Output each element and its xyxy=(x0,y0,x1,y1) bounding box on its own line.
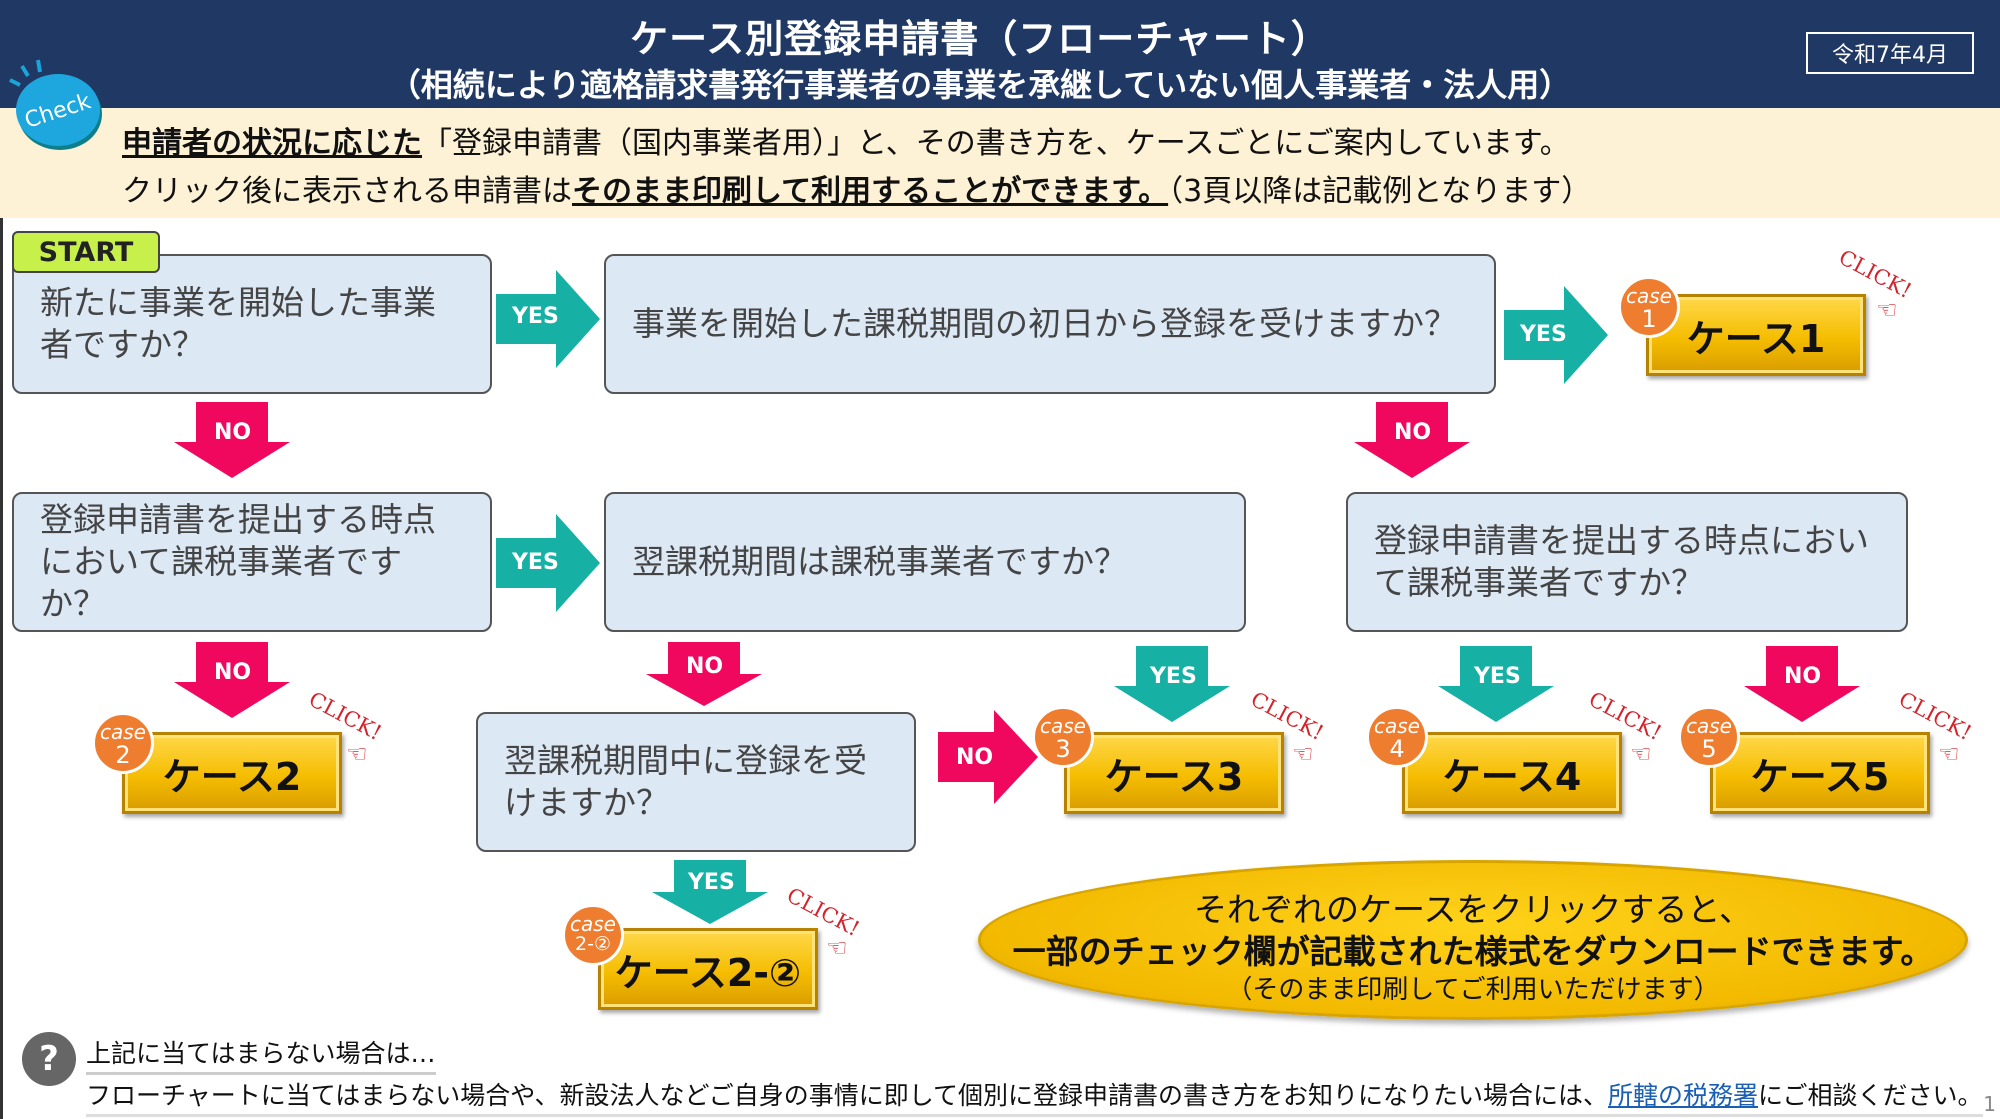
question-box-taxable-at-submission-2: 登録申請書を提出する時点において課税事業者ですか？ xyxy=(1346,492,1908,632)
intro-text-1: 「登録申請書（国内事業者用）」と、その書き方を、ケースごとにご案内しています。 xyxy=(422,126,1570,161)
no-label: NO xyxy=(214,420,252,445)
callout-line-1: それぞれのケースをクリックすると、 xyxy=(1193,890,1753,929)
question-text: 事業を開始した課税期間の初日から登録を受けますか？ xyxy=(632,303,1457,343)
date-badge: 令和7年4月 xyxy=(1806,32,1974,74)
question-text: 登録申請書を提出する時点において課税事業者ですか？ xyxy=(40,499,436,624)
start-tag: START xyxy=(12,231,160,273)
question-icon: ? xyxy=(22,1032,76,1086)
question-box-register-during-next-period: 翌課税期間中に登録を受けますか？ xyxy=(476,712,916,852)
yes-label: YES xyxy=(512,304,559,329)
header-banner: ケース別登録申請書（フローチャート） （相続により適格請求書発行事業者の事業を承… xyxy=(0,0,2000,108)
yes-label: YES xyxy=(688,870,735,895)
intro-line-2: クリック後に表示される申請書はそのまま印刷して利用することができます。（3頁以降… xyxy=(122,166,1591,210)
yes-arrow-right xyxy=(496,514,600,612)
question-text: 翌課税期間中に登録を受けますか？ xyxy=(504,740,867,822)
no-arrow-down xyxy=(174,402,290,478)
intro-emphasis-1: 申請者の状況に応じた xyxy=(122,126,422,161)
yes-arrow-down xyxy=(1114,646,1230,722)
case-5-button[interactable]: ケース5 xyxy=(1710,732,1930,814)
yes-arrow-right xyxy=(1504,286,1608,384)
callout-line-2: 一部のチェック欄が記載された様式をダウンロードできます。 xyxy=(1012,932,1934,971)
yes-arrow-right xyxy=(496,270,600,368)
intro-text-2b: （3頁以降は記載例となります） xyxy=(1168,174,1592,209)
intro-panel: 申請者の状況に応じた「登録申請書（国内事業者用）」と、その書き方を、ケースごとに… xyxy=(0,108,2000,218)
question-box-register-from-first-day: 事業を開始した課税期間の初日から登録を受けますか？ xyxy=(604,254,1496,394)
no-arrow-down xyxy=(174,642,290,718)
footer-body: フローチャートに当てはまらない場合や、新設法人などご自身の事情に即して個別に登録… xyxy=(86,1076,1983,1117)
no-label: NO xyxy=(956,745,994,770)
yes-label: YES xyxy=(1150,664,1197,689)
pointing-hand-icon: ☜ xyxy=(1292,740,1314,768)
question-text: 新たに事業を開始した事業者ですか？ xyxy=(40,282,436,364)
intro-text-2a: クリック後に表示される申請書は xyxy=(122,174,572,209)
pointing-hand-icon: ☜ xyxy=(346,740,368,768)
callout-line-3: （そのまま印刷してご利用いただけます） xyxy=(1226,975,1720,1005)
yes-arrow-down xyxy=(1438,646,1554,722)
tax-office-link[interactable]: 所轄の税務署 xyxy=(1608,1081,1759,1110)
intro-emphasis-2: そのまま印刷して利用することができます。 xyxy=(572,174,1169,209)
no-label: NO xyxy=(1394,420,1432,445)
no-arrow-right xyxy=(938,710,1038,804)
yes-label: YES xyxy=(512,550,559,575)
case-3-button[interactable]: ケース3 xyxy=(1064,732,1284,814)
check-badge-icon: Check xyxy=(9,59,102,150)
pointing-hand-icon: ☜ xyxy=(1938,740,1960,768)
case-1-button[interactable]: ケース1 xyxy=(1646,294,1866,376)
no-arrow-down xyxy=(646,642,762,706)
question-box-taxable-at-submission: 登録申請書を提出する時点において課税事業者ですか？ xyxy=(12,492,492,632)
page-subtitle: （相続により適格請求書発行事業者の事業を承継していない個人事業者・法人用） xyxy=(388,66,1572,104)
download-callout: それぞれのケースをクリックすると、 一部のチェック欄が記載された様式をダウンロー… xyxy=(978,860,1968,1020)
intro-line-1: 申請者の状況に応じた「登録申請書（国内事業者用）」と、その書き方を、ケースごとに… xyxy=(122,118,1570,162)
no-label: NO xyxy=(214,660,252,685)
yes-label: YES xyxy=(1474,664,1521,689)
footer-heading: 上記に当てはまらない場合は… xyxy=(86,1034,436,1075)
question-text: 翌課税期間は課税事業者ですか？ xyxy=(632,541,1127,581)
no-label: NO xyxy=(1784,664,1822,689)
question-box-new-business: 新たに事業を開始した事業者ですか？ xyxy=(12,254,492,394)
case-4-button[interactable]: ケース4 xyxy=(1402,732,1622,814)
no-label: NO xyxy=(686,654,724,679)
no-arrow-down xyxy=(1354,402,1470,478)
pointing-hand-icon: ☜ xyxy=(1630,740,1652,768)
footer-text-end: にご相談ください。 xyxy=(1758,1081,1983,1110)
footer-text: フローチャートに当てはまらない場合や、新設法人などご自身の事情に即して個別に登録… xyxy=(86,1081,1609,1110)
question-box-next-period-taxable: 翌課税期間は課税事業者ですか？ xyxy=(604,492,1246,632)
yes-label: YES xyxy=(1520,322,1567,347)
pointing-hand-icon: ☜ xyxy=(1876,296,1898,324)
no-arrow-down xyxy=(1744,646,1860,722)
pointing-hand-icon: ☜ xyxy=(826,934,848,962)
case-2-button[interactable]: ケース2 xyxy=(122,732,342,814)
page-title: ケース別登録申請書（フローチャート） xyxy=(630,17,1330,61)
yes-arrow-down xyxy=(652,860,768,924)
question-text: 登録申請書を提出する時点において課税事業者ですか？ xyxy=(1374,520,1869,602)
page-number: 1 xyxy=(1983,1092,1996,1116)
case-2-2-button[interactable]: ケース2-② xyxy=(598,928,818,1010)
